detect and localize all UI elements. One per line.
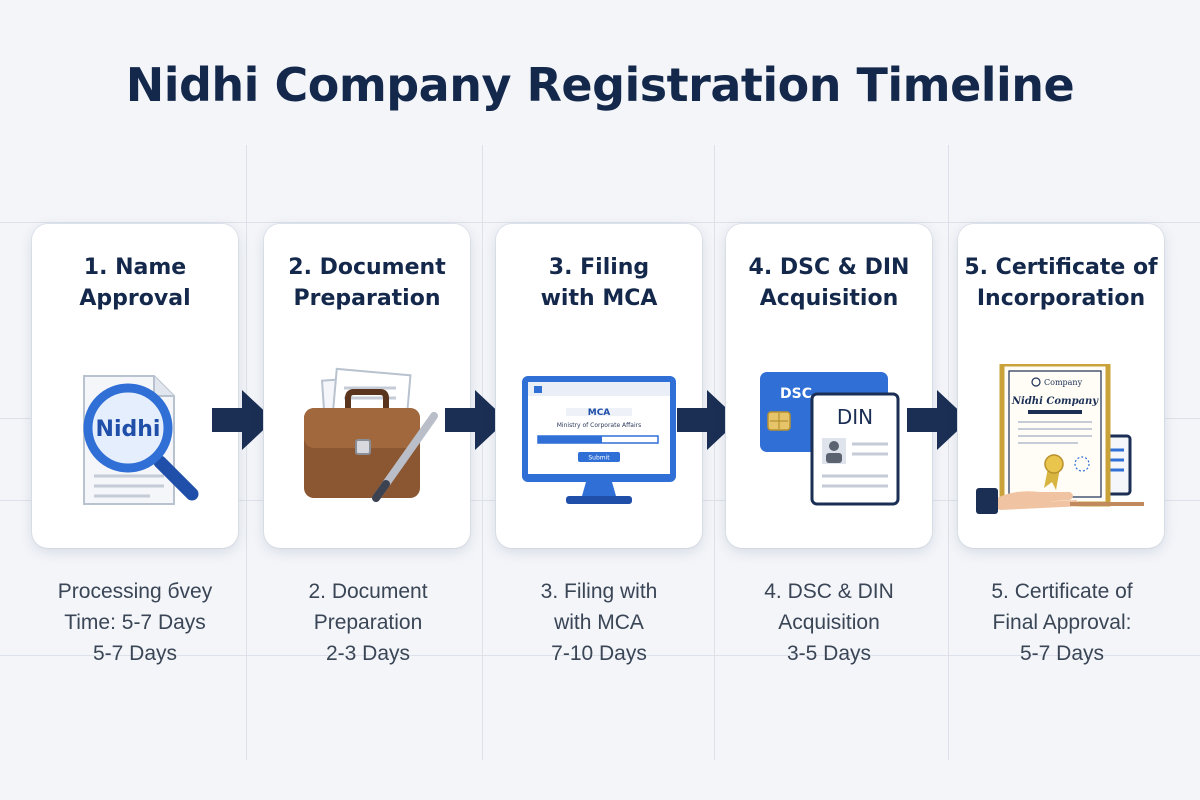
arrow-right-icon <box>907 390 969 450</box>
arrow-right-icon <box>677 390 739 450</box>
grid-line <box>714 145 715 760</box>
step-caption: 4. DSC & DIN Acquisition 3-5 Days <box>764 580 894 665</box>
id-cards-icon: DSC DIN <box>760 372 900 506</box>
step-title: 1. Name Approval <box>79 255 191 311</box>
step-card-name-approval: 1. Name Approval Nidhi <box>32 224 238 548</box>
step-caption: 2. Document Preparation 2-3 Days <box>308 580 428 665</box>
step-card-filing-with-mca: 3. Filing with MCA MCA Ministry of Corpo… <box>496 224 702 548</box>
arrow-right-icon <box>212 390 274 450</box>
page-title: Nidhi Company Registration Timeline <box>125 58 1075 112</box>
grid-line <box>482 145 483 760</box>
cert-title: Nidhi Company <box>1011 396 1099 407</box>
step-card-document-preparation: 2. Document Preparation <box>264 224 470 548</box>
screen-submit-button: Submit <box>588 455 610 462</box>
grid-line <box>0 655 1200 656</box>
step-caption: Processing бvey Time: 5-7 Days 5-7 Days <box>57 580 213 665</box>
dsc-label: DSC <box>780 386 812 402</box>
step-caption: 5. Certificate of Final Approval: 5-7 Da… <box>991 580 1133 665</box>
step-caption: 3. Filing with with MCA 7-10 Days <box>540 580 658 665</box>
step-title: 4. DSC & DIN Acquisition <box>748 255 910 311</box>
step-title: 5. Certificate of Incorporation <box>964 255 1158 311</box>
nidhi-label: Nidhi <box>96 417 161 442</box>
computer-monitor-icon: MCA Ministry of Corporate Affairs Submit <box>522 376 676 504</box>
step-title: 2. Document Preparation <box>288 255 446 311</box>
din-label: DIN <box>837 405 873 429</box>
certificate-icon: Company Nidhi Company <box>976 364 1144 514</box>
cert-header: Company <box>1044 378 1083 387</box>
briefcase-pen-icon <box>304 367 438 502</box>
step-title: 3. Filing with MCA <box>540 255 658 311</box>
grid-line <box>948 145 949 760</box>
step-card-certificate-of-incorporation: 5. Certificate of Incorporation Company … <box>958 224 1164 548</box>
arrow-right-icon <box>445 390 507 450</box>
screen-text: Ministry of Corporate Affairs <box>557 422 641 429</box>
step-card-dsc-din-acquisition: 4. DSC & DIN Acquisition DSC DIN <box>726 224 932 548</box>
magnifier-document-icon: Nidhi <box>83 375 199 505</box>
mca-label: MCA <box>588 408 611 418</box>
grid-line <box>0 222 1200 223</box>
grid-line <box>246 145 247 760</box>
